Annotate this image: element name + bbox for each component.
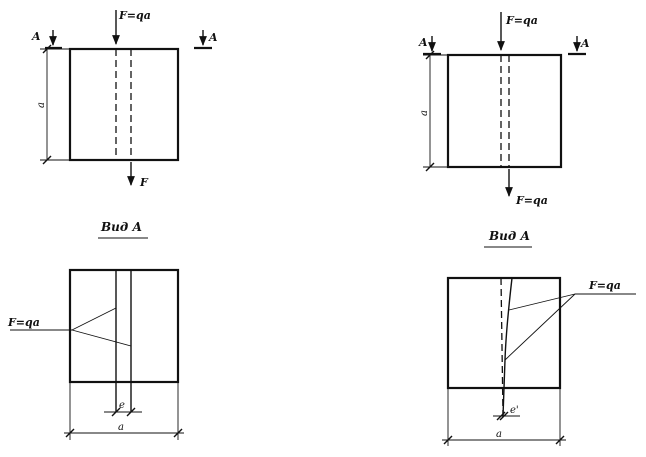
left-view-a-tick-2	[173, 428, 183, 438]
right-view-a: Вид А F=qa e' a	[442, 229, 636, 446]
left-view-e-tick-2	[126, 407, 136, 417]
left-section-label-right: A	[208, 31, 218, 44]
right-section-label-right: A	[580, 37, 590, 50]
right-dim-vertical-label: a	[419, 110, 430, 116]
right-force-bottom-label: F=qa	[515, 194, 548, 207]
right-view-force-label: F=qa	[588, 279, 621, 292]
left-view-leader-2	[71, 329, 132, 347]
right-view-hidden-line	[500, 277, 504, 417]
right-elevation: A A F=qa F=qa a	[418, 12, 590, 207]
left-section-label-left: A	[31, 30, 41, 43]
left-view-e-label: e	[119, 400, 125, 411]
left-view-title: Вид А	[100, 220, 142, 234]
right-view-leader-2	[504, 293, 576, 361]
left-view-e-tick-1	[111, 407, 121, 417]
left-plate	[68, 47, 180, 162]
right-view-title: Вид А	[488, 229, 530, 243]
right-section-label-left: A	[418, 36, 428, 49]
right-view-a-tick-1	[443, 435, 453, 445]
left-view-plate	[68, 268, 180, 384]
left-view-force-label: F=qa	[7, 316, 40, 329]
right-view-e-tick-2	[499, 411, 509, 421]
right-force-top-label: F=qa	[505, 14, 538, 27]
left-dim-vertical-label: a	[36, 102, 47, 108]
right-view-a-label: a	[496, 429, 502, 440]
right-view-inclined-line	[502, 277, 513, 417]
right-view-leader-1	[508, 293, 576, 311]
right-dim-tick-bottom	[425, 162, 435, 172]
left-dim-tick-top	[42, 44, 52, 54]
right-dim-tick-top	[425, 50, 435, 60]
left-view-leader-1	[71, 307, 117, 331]
left-dim-tick-bottom	[42, 155, 52, 165]
right-plate	[446, 53, 563, 169]
left-force-top-label: F=qa	[118, 9, 151, 22]
right-view-e-label: e'	[510, 405, 519, 416]
right-view-e-tick-1	[496, 411, 506, 421]
left-view-a: Вид А F=qa e a	[7, 220, 184, 440]
left-force-bottom-label: F	[139, 176, 149, 189]
left-elevation: A A F=qa F a	[31, 9, 218, 189]
right-view-a-tick-2	[555, 435, 565, 445]
left-view-a-tick-1	[65, 428, 75, 438]
left-view-a-label: a	[118, 422, 124, 433]
